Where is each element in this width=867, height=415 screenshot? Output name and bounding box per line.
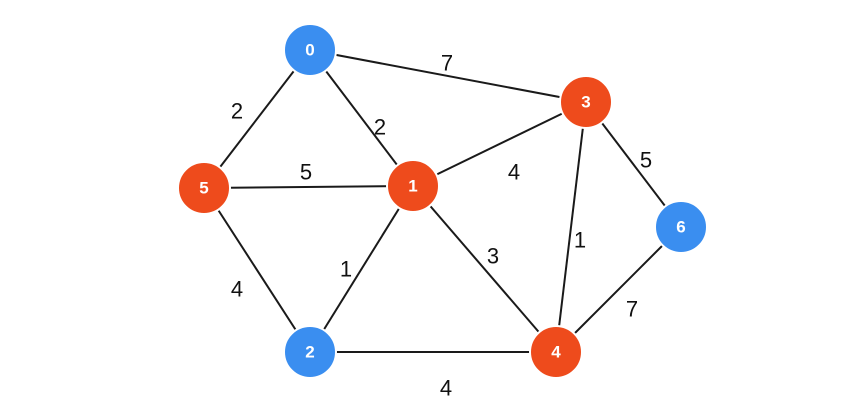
edge-0-3	[309, 49, 587, 103]
edge-weight-0-3: 7	[441, 51, 453, 76]
edge-weight-5-1: 5	[300, 160, 312, 185]
edge-1-2	[309, 185, 414, 353]
node-circle-2	[283, 325, 337, 379]
node-5: 5	[177, 161, 231, 215]
edge-weight-1-4: 3	[487, 244, 499, 269]
edge-3-4	[555, 101, 587, 353]
edge-0-1	[309, 49, 414, 187]
edge-weights-layer: 7 2 2 5 4 4 1 3 1 5 4 7	[231, 51, 652, 401]
node-2: 2	[283, 325, 337, 379]
edge-1-3	[412, 101, 587, 187]
node-circle-3	[559, 75, 613, 129]
node-label-1: 1	[408, 177, 417, 196]
node-label-5: 5	[199, 179, 208, 198]
node-circle-4	[529, 325, 583, 379]
edge-weight-5-2: 4	[231, 277, 243, 302]
edge-weight-1-2: 1	[340, 257, 352, 282]
edge-5-2	[203, 187, 311, 353]
edge-weight-0-5: 2	[231, 99, 243, 124]
nodes-layer: 0 1 2 3 4 5 6	[177, 23, 708, 379]
edge-weight-3-6: 5	[640, 148, 652, 173]
node-1: 1	[386, 159, 440, 213]
edge-weight-4-6: 7	[626, 297, 638, 322]
node-label-4: 4	[551, 343, 561, 362]
node-label-2: 2	[305, 343, 314, 362]
node-4: 4	[529, 325, 583, 379]
edge-5-1	[203, 185, 414, 189]
node-0: 0	[283, 23, 337, 77]
node-circle-1	[386, 159, 440, 213]
edge-weight-1-3: 4	[508, 160, 520, 185]
node-label-3: 3	[581, 93, 590, 112]
edge-0-5	[203, 49, 311, 189]
node-label-6: 6	[676, 218, 685, 237]
node-6: 6	[654, 200, 708, 254]
node-circle-6	[654, 200, 708, 254]
edge-1-4	[412, 185, 557, 353]
node-label-0: 0	[305, 41, 314, 60]
node-circle-5	[177, 161, 231, 215]
edge-weight-0-1: 2	[374, 115, 386, 140]
node-circle-0	[283, 23, 337, 77]
edge-weight-2-4: 4	[440, 376, 452, 401]
edge-4-6	[555, 226, 682, 353]
edge-weight-3-4: 1	[574, 228, 586, 253]
node-3: 3	[559, 75, 613, 129]
